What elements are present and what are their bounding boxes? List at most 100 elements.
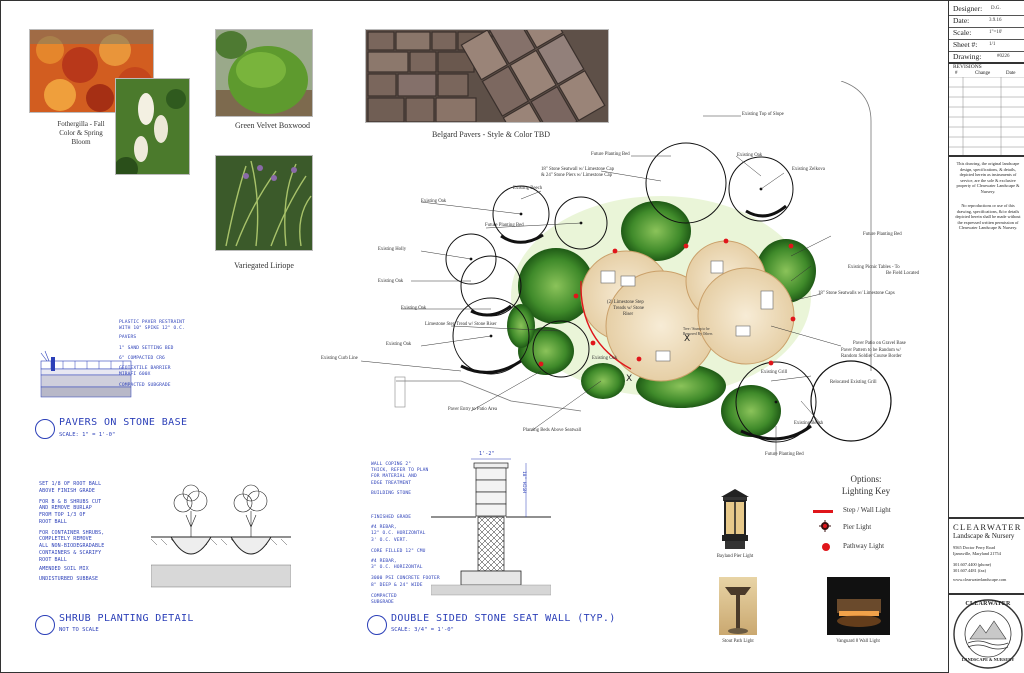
scale-value: 1"=10' — [989, 30, 1003, 35]
revisions-title: REVISIONS — [953, 64, 982, 70]
label-seatwalls-caps: 18" Stone Seatwalls w/ Limestone Caps — [818, 291, 895, 296]
label-holly: Existing Holly — [378, 247, 407, 252]
picnic-tables — [600, 260, 774, 362]
label-seatwall-1: 18" Stone Seatwall w/ Limestone Cap — [541, 167, 614, 172]
fothergilla-bloom-photo — [115, 78, 190, 175]
date-value: 3.9.16 — [989, 18, 1002, 23]
wall-notes-lower: FINISHED GRADE #4 REBAR, 12" O.C. HORIZO… — [371, 515, 471, 606]
pier-light-caption: Bayland Pier Light — [716, 554, 754, 559]
note: 8" DEEP & 24" WIDE — [371, 582, 423, 588]
site-plan: X X — [360, 81, 892, 456]
wall-section-drawing — [431, 458, 551, 596]
label-zelkova: Existing Zelkova — [792, 167, 825, 172]
note: ALL NON-BIODEGRADABLE — [39, 543, 105, 549]
designer-value: D.G. — [991, 6, 1001, 11]
note: COMPACTED — [371, 593, 397, 599]
label-future-bed-mid: Future Planting Bed — [485, 223, 524, 228]
note: CONTAINERS & SCARIFY — [39, 549, 102, 556]
label-future-bed-bottom: Future Planting Bed — [765, 452, 804, 457]
seal-text-top: CLEARWATER — [965, 601, 1011, 607]
note: 12" O.C. HORIZONTAL — [371, 531, 426, 537]
divider — [949, 62, 1024, 64]
wall-detail-scale: SCALE: 3/4" = 1'-0" — [391, 627, 454, 633]
divider — [949, 593, 1024, 595]
address-2: Ijamsville, Maryland 21754 — [953, 551, 1001, 556]
pavers-detail-title: PAVERS ON STONE BASE — [59, 417, 188, 428]
note: SUBGRADE — [371, 599, 394, 605]
label-tree-removed-1: Tree / Stump to be — [683, 327, 710, 331]
path-light-caption: Stout Path Light — [722, 639, 754, 644]
leader-lines — [360, 115, 842, 456]
wall-notes-upper: WALL COPING 2" THICK, REFER TO PLAN FOR … — [371, 462, 471, 497]
pier-light-symbol — [819, 520, 831, 532]
label-future-bed-right: Future Planting Bed — [863, 232, 902, 237]
plan-red-lights — [538, 238, 796, 367]
wall-light-photo — [827, 577, 890, 635]
svg-text:X: X — [626, 374, 632, 384]
company-seal-logo — [953, 599, 1023, 669]
liriope-photo — [215, 155, 313, 251]
label-seatwall-2: & 24" Stone Piers w/ Limestone Cap — [541, 173, 612, 178]
date-label: Date: — [953, 16, 970, 25]
wall-detail-tag — [367, 615, 387, 635]
note: GEOTEXTILE BARRIER — [119, 365, 171, 371]
note: COMPLETELY REMOVE — [39, 536, 92, 543]
note: SET 1/8 OF ROOT BALL — [39, 481, 102, 487]
note: FOR CONTAINER SHRUBS, — [39, 529, 105, 536]
wall-light-caption: Vanguard 8 Wall Light — [836, 639, 880, 644]
legend-title: Options: — [850, 474, 882, 484]
sheet-label: Sheet #: — [953, 40, 978, 49]
divider — [949, 27, 1024, 28]
note: FOR B & B SHRUBS CUT — [39, 498, 102, 505]
label-tree-removed-2: Removed By Others — [683, 332, 713, 336]
divider — [949, 155, 1024, 157]
label-relocated-grill: Relocated Existing Grill — [830, 380, 877, 385]
pier-light-fixture — [721, 489, 749, 549]
label-limestone-1: (2) Limestone Step — [607, 300, 644, 305]
label-limestone-2: Treads w/ Stone — [613, 306, 645, 311]
boxwood-image — [216, 30, 312, 116]
legend-pier: Pier Light — [843, 523, 872, 531]
wall-light-image — [837, 599, 881, 627]
caption-line: Fothergilla - Fall — [57, 120, 105, 128]
note: AND REMOVE BURLAP — [39, 505, 92, 512]
bloom-image — [116, 79, 189, 174]
rev-col-number: # — [955, 71, 958, 76]
step-wall-light-symbol — [813, 510, 833, 513]
disclaimer-2: No reproductions or use of this drawing,… — [955, 203, 1021, 231]
note: 3' O.C. VERT. — [371, 537, 409, 543]
drawing-label: Drawing: — [953, 52, 982, 61]
pavers-notes: PLASTIC PAVER RESTRAINT WITH 10" SPIKE 1… — [119, 320, 239, 390]
label-oak-top: Existing Oak — [737, 153, 763, 158]
shrub-detail-scale: NOT TO SCALE — [59, 627, 99, 633]
title-block: Designer: D.G. Date: 3.9.16 Scale: 1"=10… — [948, 1, 1024, 673]
note: 3000 PSI CONCRETE FOOTER — [371, 576, 440, 582]
legend-subtitle: Lighting Key — [841, 486, 891, 496]
liriope-caption: Variegated Liriope — [234, 261, 294, 270]
note: THICK, REFER TO PLAN — [371, 468, 429, 474]
divider — [949, 15, 1024, 16]
label-beech-top: Existing Beech — [513, 186, 543, 191]
scale-label: Scale: — [953, 28, 972, 37]
note: ROOT BALL — [39, 518, 67, 525]
note: BUILDING STONE — [371, 490, 412, 496]
note: 6" COMPACTED CR6 — [119, 355, 165, 361]
company-name: CLEARWATER — [953, 522, 1022, 532]
address-1: 9565 Doctor Perry Road — [953, 545, 996, 550]
label-curb-line: Existing Curb Line — [321, 356, 358, 361]
boxwood-caption: Green Velvet Boxwood — [235, 121, 310, 130]
sheet-value: 1/1 — [989, 42, 996, 47]
divider — [949, 517, 1024, 519]
lighting-legend: Options: Lighting Key — [821, 474, 911, 496]
shrub-section-drawing — [151, 484, 291, 588]
rev-col-date: Date — [1006, 71, 1016, 76]
note: PLASTIC PAVER RESTRAINT — [119, 320, 185, 325]
label-oak-left3: Existing Oak — [401, 306, 427, 311]
canopy-shadows — [460, 204, 812, 441]
label-paver-entry: Paver Entry to Patio Area — [448, 407, 498, 412]
note: 3" O.C. HORIZONTAL — [371, 565, 423, 571]
divider — [949, 51, 1024, 52]
label-oak-left1: Existing Oak — [421, 199, 447, 204]
path-light-image — [725, 587, 751, 634]
shrub-notes: SET 1/8 OF ROOT BALL ABOVE FINISH GRADE … — [39, 481, 149, 583]
